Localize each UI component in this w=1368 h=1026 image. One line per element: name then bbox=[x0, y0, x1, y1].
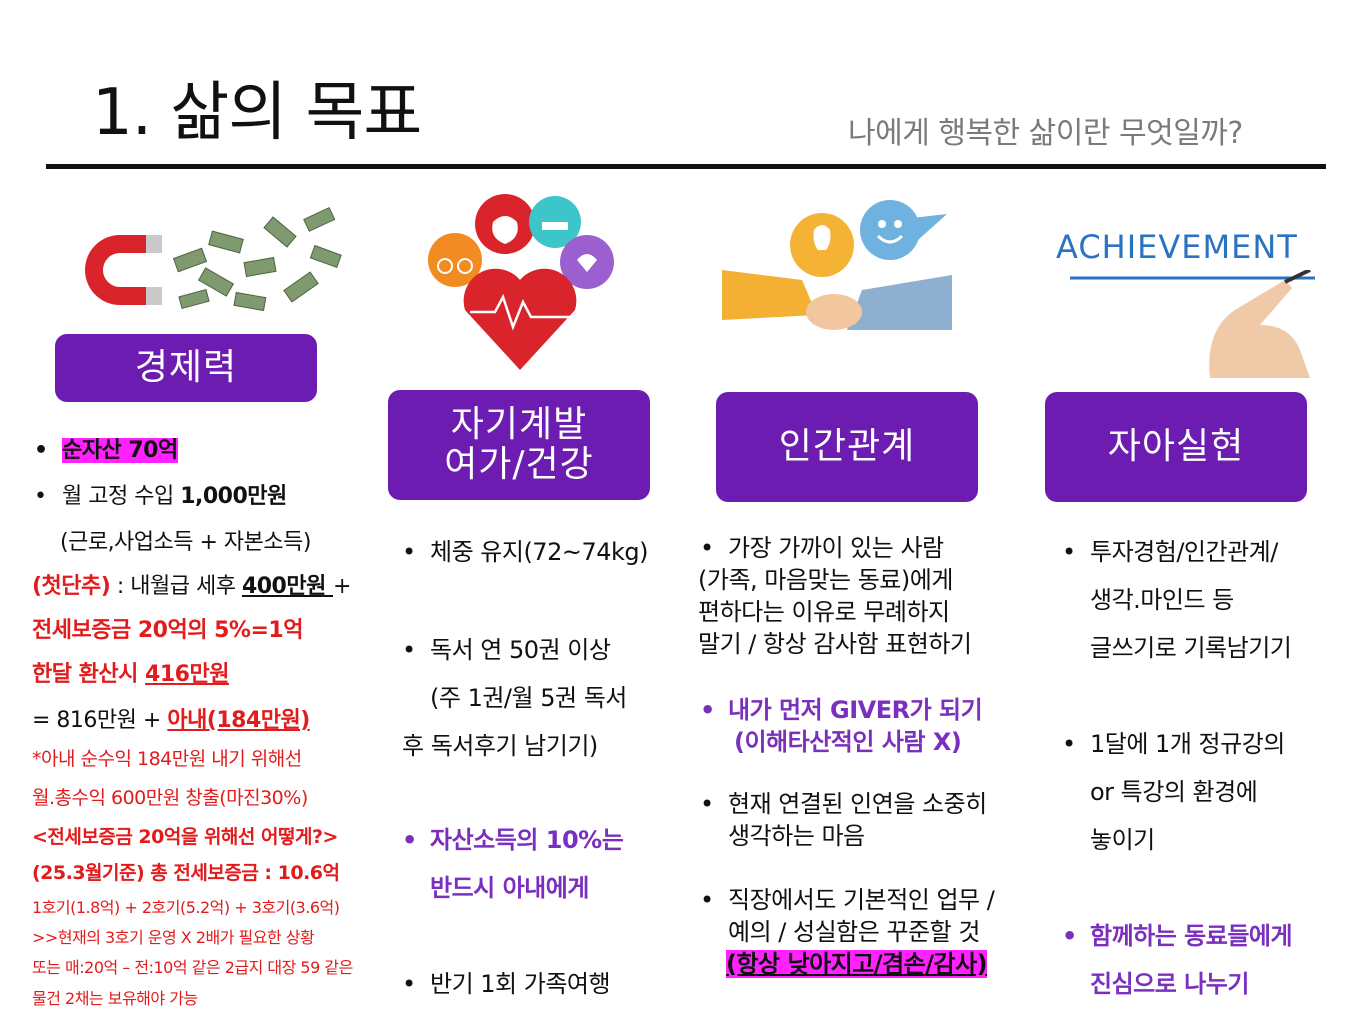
list-item: 반드시 아내에게 bbox=[430, 874, 589, 902]
list-item: = 816만원 + 아내(184만원) bbox=[32, 708, 310, 733]
list-item: (근로,사업소득 + 자본소득) bbox=[60, 530, 311, 555]
category-self-realization-label: 자아실현 bbox=[1107, 426, 1245, 468]
list-item: 자산소득의 10%는 bbox=[402, 826, 624, 855]
achievement-hand-image bbox=[1070, 270, 1315, 378]
list-item: (이해타산적인 사람 X) bbox=[734, 728, 962, 756]
category-self-development: 자기계발 여가/건강 bbox=[388, 390, 650, 500]
list-item: (가족, 마음맞는 동료)에게 bbox=[698, 566, 953, 594]
magnet-money-image bbox=[85, 206, 342, 312]
list-item: 직장에서도 기본적인 업무 / bbox=[700, 886, 995, 915]
category-relationships: 인간관계 bbox=[716, 392, 978, 502]
list-item: 한달 환산시 416만원 bbox=[32, 662, 229, 687]
list-item: 물건 2채는 보유해야 가능 bbox=[32, 989, 198, 1008]
handshake-image bbox=[722, 200, 952, 330]
list-item: 진심으로 나누기 bbox=[1090, 970, 1249, 998]
list-item: 체중 유지(72~74kg) bbox=[402, 538, 649, 567]
list-item: 가장 가까이 있는 사람 bbox=[700, 534, 944, 563]
list-item: <전세보증금 20억을 위해선 어떻게?> bbox=[32, 826, 338, 848]
list-item: 말기 / 항상 감사함 표현하기 bbox=[698, 630, 972, 658]
list-item: (주 1권/월 5권 독서 bbox=[430, 684, 627, 712]
category-relationships-label: 인간관계 bbox=[778, 426, 916, 468]
health-icons-image bbox=[428, 194, 614, 370]
list-item: 독서 연 50권 이상 bbox=[402, 636, 611, 665]
category-self-dev-line1: 자기계발 bbox=[450, 404, 588, 446]
category-self-dev-line2: 여가/건강 bbox=[444, 444, 594, 485]
category-self-realization: 자아실현 bbox=[1045, 392, 1307, 502]
list-item: 글쓰기로 기록남기기 bbox=[1090, 634, 1292, 662]
list-item: or 특강의 환경에 bbox=[1090, 778, 1258, 806]
list-item: 순자산 70억 bbox=[34, 438, 178, 465]
list-item: 놓이기 bbox=[1090, 826, 1155, 854]
list-item: 함께하는 동료들에게 bbox=[1062, 922, 1293, 951]
list-item: >>현재의 3호기 운영 X 2배가 필요한 상황 bbox=[32, 928, 315, 947]
list-item: 후 독서후기 남기기) bbox=[402, 732, 598, 760]
list-item: 1달에 1개 정규강의 bbox=[1062, 730, 1285, 759]
list-item: 1호기(1.8억) + 2호기(5.2억) + 3호기(3.6억) bbox=[32, 898, 340, 917]
title-divider bbox=[46, 164, 1326, 169]
achievement-text: ACHIEVEMENT bbox=[1056, 228, 1298, 266]
list-item: 현재 연결된 인연을 소중히 bbox=[700, 790, 987, 819]
list-item: 전세보증금 20억의 5%=1억 bbox=[32, 618, 303, 643]
list-item: 월 고정 수입 1,000만원 bbox=[34, 484, 287, 511]
list-item: (항상 낮아지고/겸손/감사) bbox=[726, 950, 988, 978]
list-item: (25.3월기준) 총 전세보증금 : 10.6억 bbox=[32, 862, 340, 884]
category-economy: 경제력 bbox=[55, 334, 317, 402]
list-item: *아내 순수익 184만원 내기 위해선 bbox=[32, 748, 302, 770]
page-subtitle: 나에게 행복한 삶이란 무엇일까? bbox=[848, 116, 1243, 151]
list-item: 편하다는 이유로 무례하지 bbox=[698, 598, 950, 626]
list-item: 예의 / 성실함은 꾸준할 것 bbox=[728, 918, 980, 946]
list-item: 또는 매:20억 – 전:10억 같은 2급지 대장 59 같은 bbox=[32, 958, 353, 977]
list-item: 월.총수익 600만원 창출(마진30%) bbox=[32, 787, 308, 809]
list-item: 내가 먼저 GIVER가 되기 bbox=[700, 696, 983, 725]
page-title: 1. 삶의 목표 bbox=[92, 76, 422, 150]
list-item: (첫단추) : 내월급 세후 400만원 + bbox=[32, 574, 351, 599]
list-item: 투자경험/인간관계/ bbox=[1062, 538, 1278, 567]
list-item: 생각하는 마음 bbox=[728, 822, 865, 850]
list-item: 반기 1회 가족여행 bbox=[402, 970, 611, 999]
category-economy-label: 경제력 bbox=[134, 347, 238, 389]
list-item: 생각.마인드 등 bbox=[1090, 586, 1234, 614]
